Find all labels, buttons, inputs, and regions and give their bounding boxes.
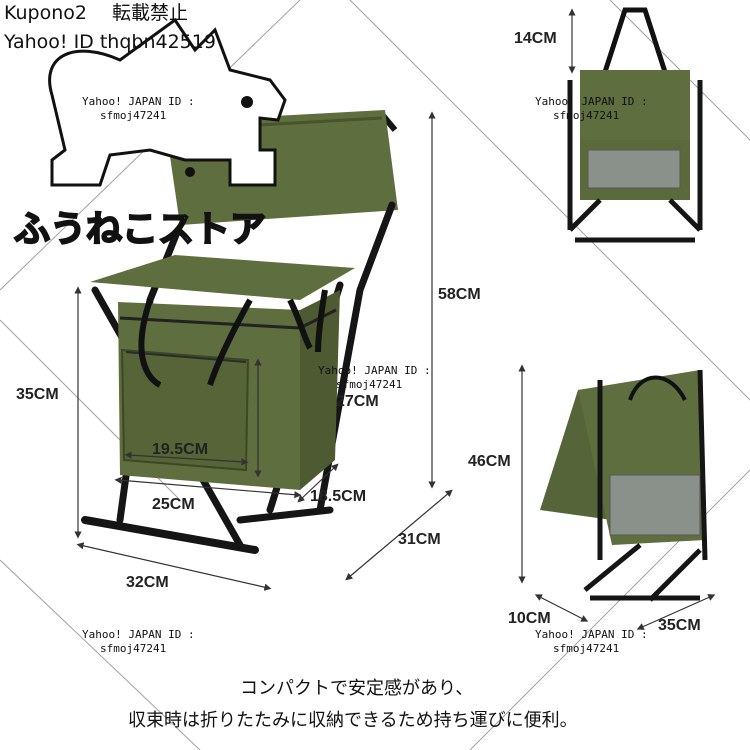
yahoo-id: sfmoj47241: [100, 641, 167, 655]
caption-line1: コンパクトで安定感があり、: [240, 678, 474, 699]
yahoo-watermark: Yahoo! JAPAN ID : sfmoj47241: [535, 628, 648, 656]
yahoo-id: sfmoj47241: [100, 108, 167, 122]
yahoo-label: Yahoo! JAPAN ID :: [318, 364, 431, 377]
watermark-line1: Kupono2 転載禁止: [4, 2, 189, 24]
yahoo-watermark: Yahoo! JAPAN ID : sfmoj47241: [82, 628, 195, 656]
yahoo-label: Yahoo! JAPAN ID :: [535, 628, 648, 641]
dim-main-height: 35CM: [16, 386, 59, 403]
dim-main-total-height: 58CM: [438, 286, 481, 303]
main-dimension-lines: [74, 111, 453, 591]
store-name: ふうねこストア: [13, 208, 267, 251]
yahoo-id: sfmoj47241: [553, 108, 620, 122]
dim-folded-thickness: 14CM: [514, 30, 557, 47]
dim-seat-width: 25CM: [152, 496, 195, 513]
yahoo-label: Yahoo! JAPAN ID :: [82, 95, 195, 108]
side-chair: [540, 369, 708, 602]
yahoo-watermark: Yahoo! JAPAN ID : sfmoj47241: [82, 95, 195, 123]
caption-line2: 収束時は折りたたみに収納できるため持ち運びに便利。: [128, 710, 578, 731]
dim-side-depth: 10CM: [508, 610, 551, 627]
dim-cooler-width: 19.5CM: [152, 441, 209, 458]
store-logo: [48, 17, 287, 187]
dim-leg-depth: 31CM: [398, 531, 441, 548]
dim-side-height: 46CM: [468, 453, 511, 470]
yahoo-watermark: Yahoo! JAPAN ID : sfmoj47241: [318, 364, 431, 392]
yahoo-watermark: Yahoo! JAPAN ID : sfmoj47241: [535, 95, 648, 123]
yahoo-label: Yahoo! JAPAN ID :: [82, 628, 195, 641]
dim-cooler-height: 27CM: [336, 393, 379, 410]
yahoo-id: sfmoj47241: [553, 641, 620, 655]
dim-cooler-depth: 18.5CM: [310, 488, 367, 505]
dim-leg-width: 32CM: [126, 574, 169, 591]
side-dimension-lines: [518, 364, 716, 630]
yahoo-label: Yahoo! JAPAN ID :: [535, 95, 648, 108]
watermark-line2: Yahoo! ID thqbn42519: [4, 31, 216, 53]
dim-side-width: 35CM: [658, 617, 701, 634]
yahoo-id: sfmoj47241: [336, 377, 403, 391]
folded-chair: [567, 7, 703, 243]
